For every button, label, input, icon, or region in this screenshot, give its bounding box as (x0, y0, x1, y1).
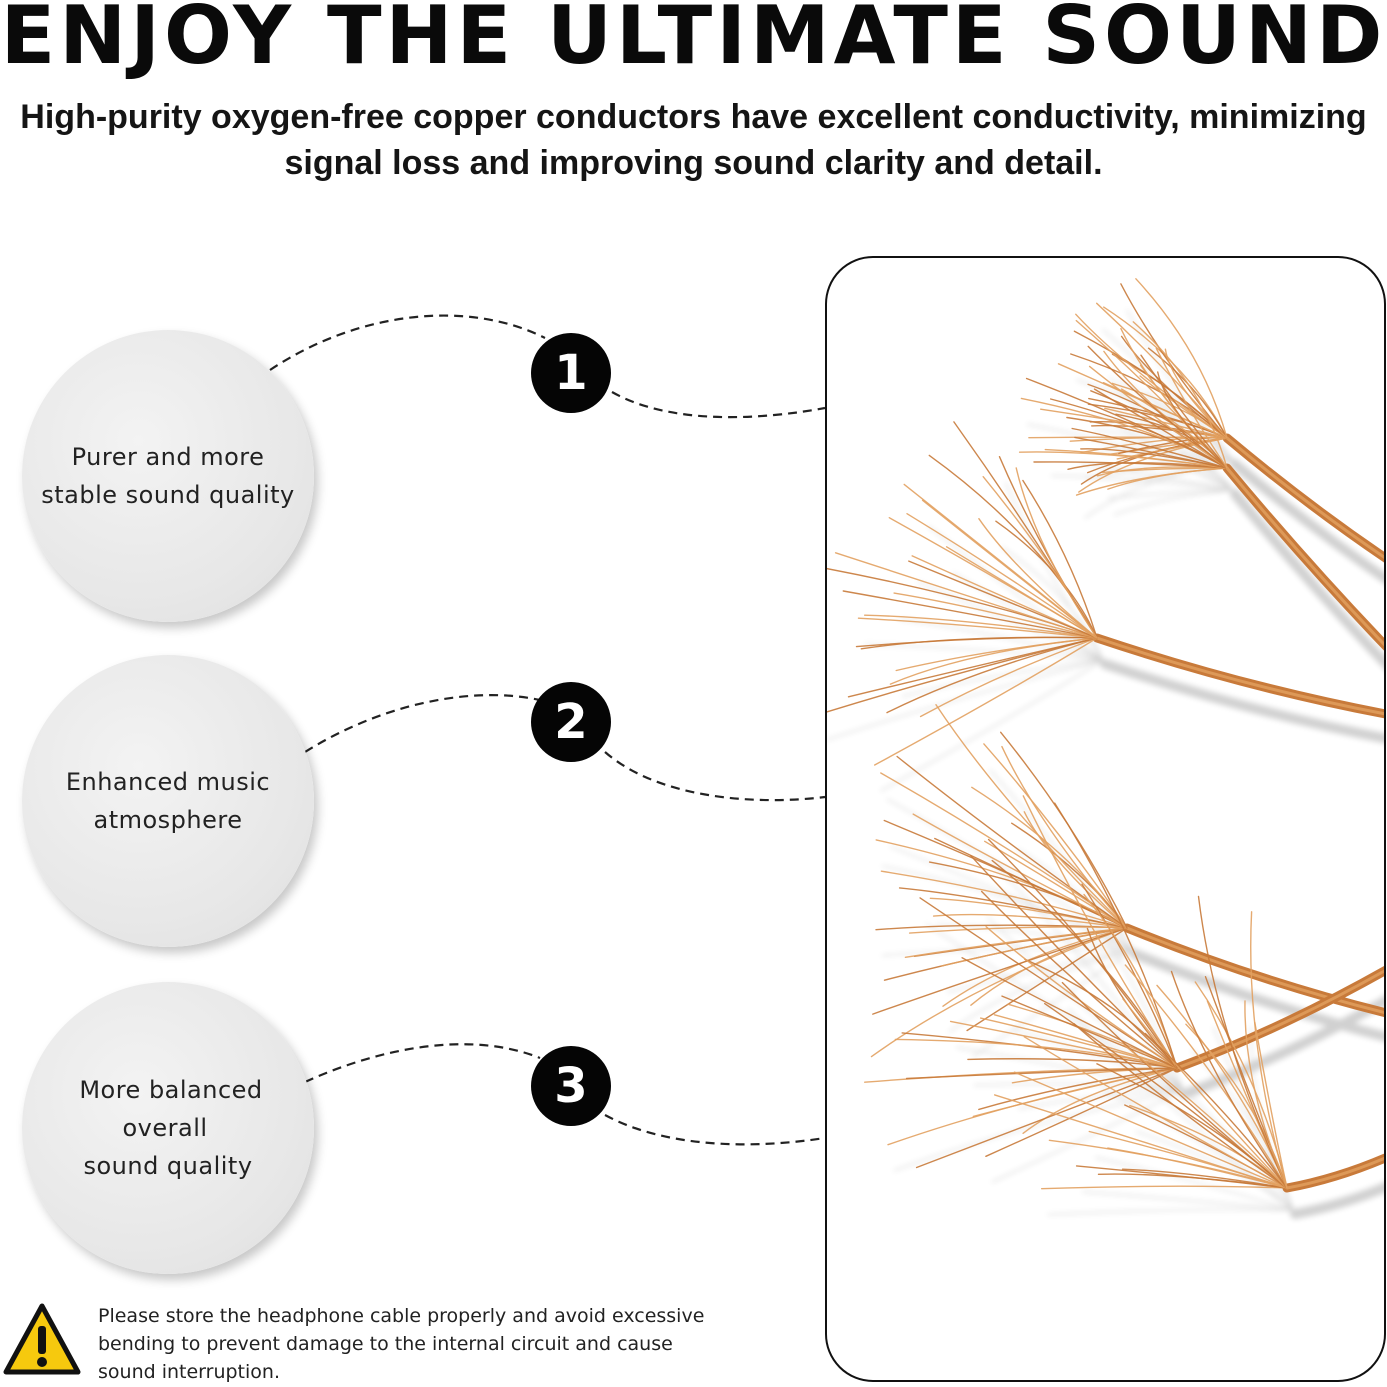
feature-3-text: More balanced overall sound quality (22, 1071, 314, 1185)
number-badge-1: 1 (531, 333, 611, 413)
warning-triangle-icon (3, 1303, 81, 1375)
page-title: ENJOY THE ULTIMATE SOUND (0, 0, 1387, 82)
page-subtitle: High-purity oxygen-free copper conductor… (0, 94, 1387, 186)
connector-3b (604, 1114, 826, 1146)
care-notice: Please store the headphone cable properl… (98, 1302, 728, 1386)
subtitle-line-1: High-purity oxygen-free copper conductor… (20, 98, 1367, 136)
feature-2-line2: atmosphere (93, 806, 243, 834)
feature-1-line1: Purer and more (71, 443, 265, 471)
feature-1-text: Purer and more stable sound quality (29, 438, 307, 514)
feature-circle-1: Purer and more stable sound quality (22, 330, 314, 622)
connector-1b (611, 391, 826, 419)
connector-2b (604, 751, 826, 802)
feature-3-line1: More balanced overall (79, 1076, 263, 1142)
feature-3-line2: sound quality (83, 1152, 253, 1180)
feature-2-text: Enhanced music atmosphere (54, 763, 282, 839)
notice-line-1: Please store the headphone cable properl… (98, 1305, 705, 1327)
feature-1-line2: stable sound quality (41, 481, 295, 509)
number-badge-3: 3 (531, 1046, 611, 1126)
notice-line-2: bending to prevent damage to the interna… (98, 1333, 673, 1355)
copper-wire-illustration (827, 278, 1384, 1219)
copper-wire-image (825, 256, 1386, 1382)
number-badge-2: 2 (531, 682, 611, 762)
feature-circle-2: Enhanced music atmosphere (22, 655, 314, 947)
connector-1a (269, 314, 546, 371)
connector-3a (304, 1043, 541, 1084)
feature-2-line1: Enhanced music (65, 768, 271, 796)
notice-line-3: sound interruption. (98, 1361, 280, 1383)
subtitle-line-2: signal loss and improving sound clarity … (284, 144, 1103, 182)
connector-2a (304, 694, 541, 753)
feature-circle-3: More balanced overall sound quality (22, 982, 314, 1274)
